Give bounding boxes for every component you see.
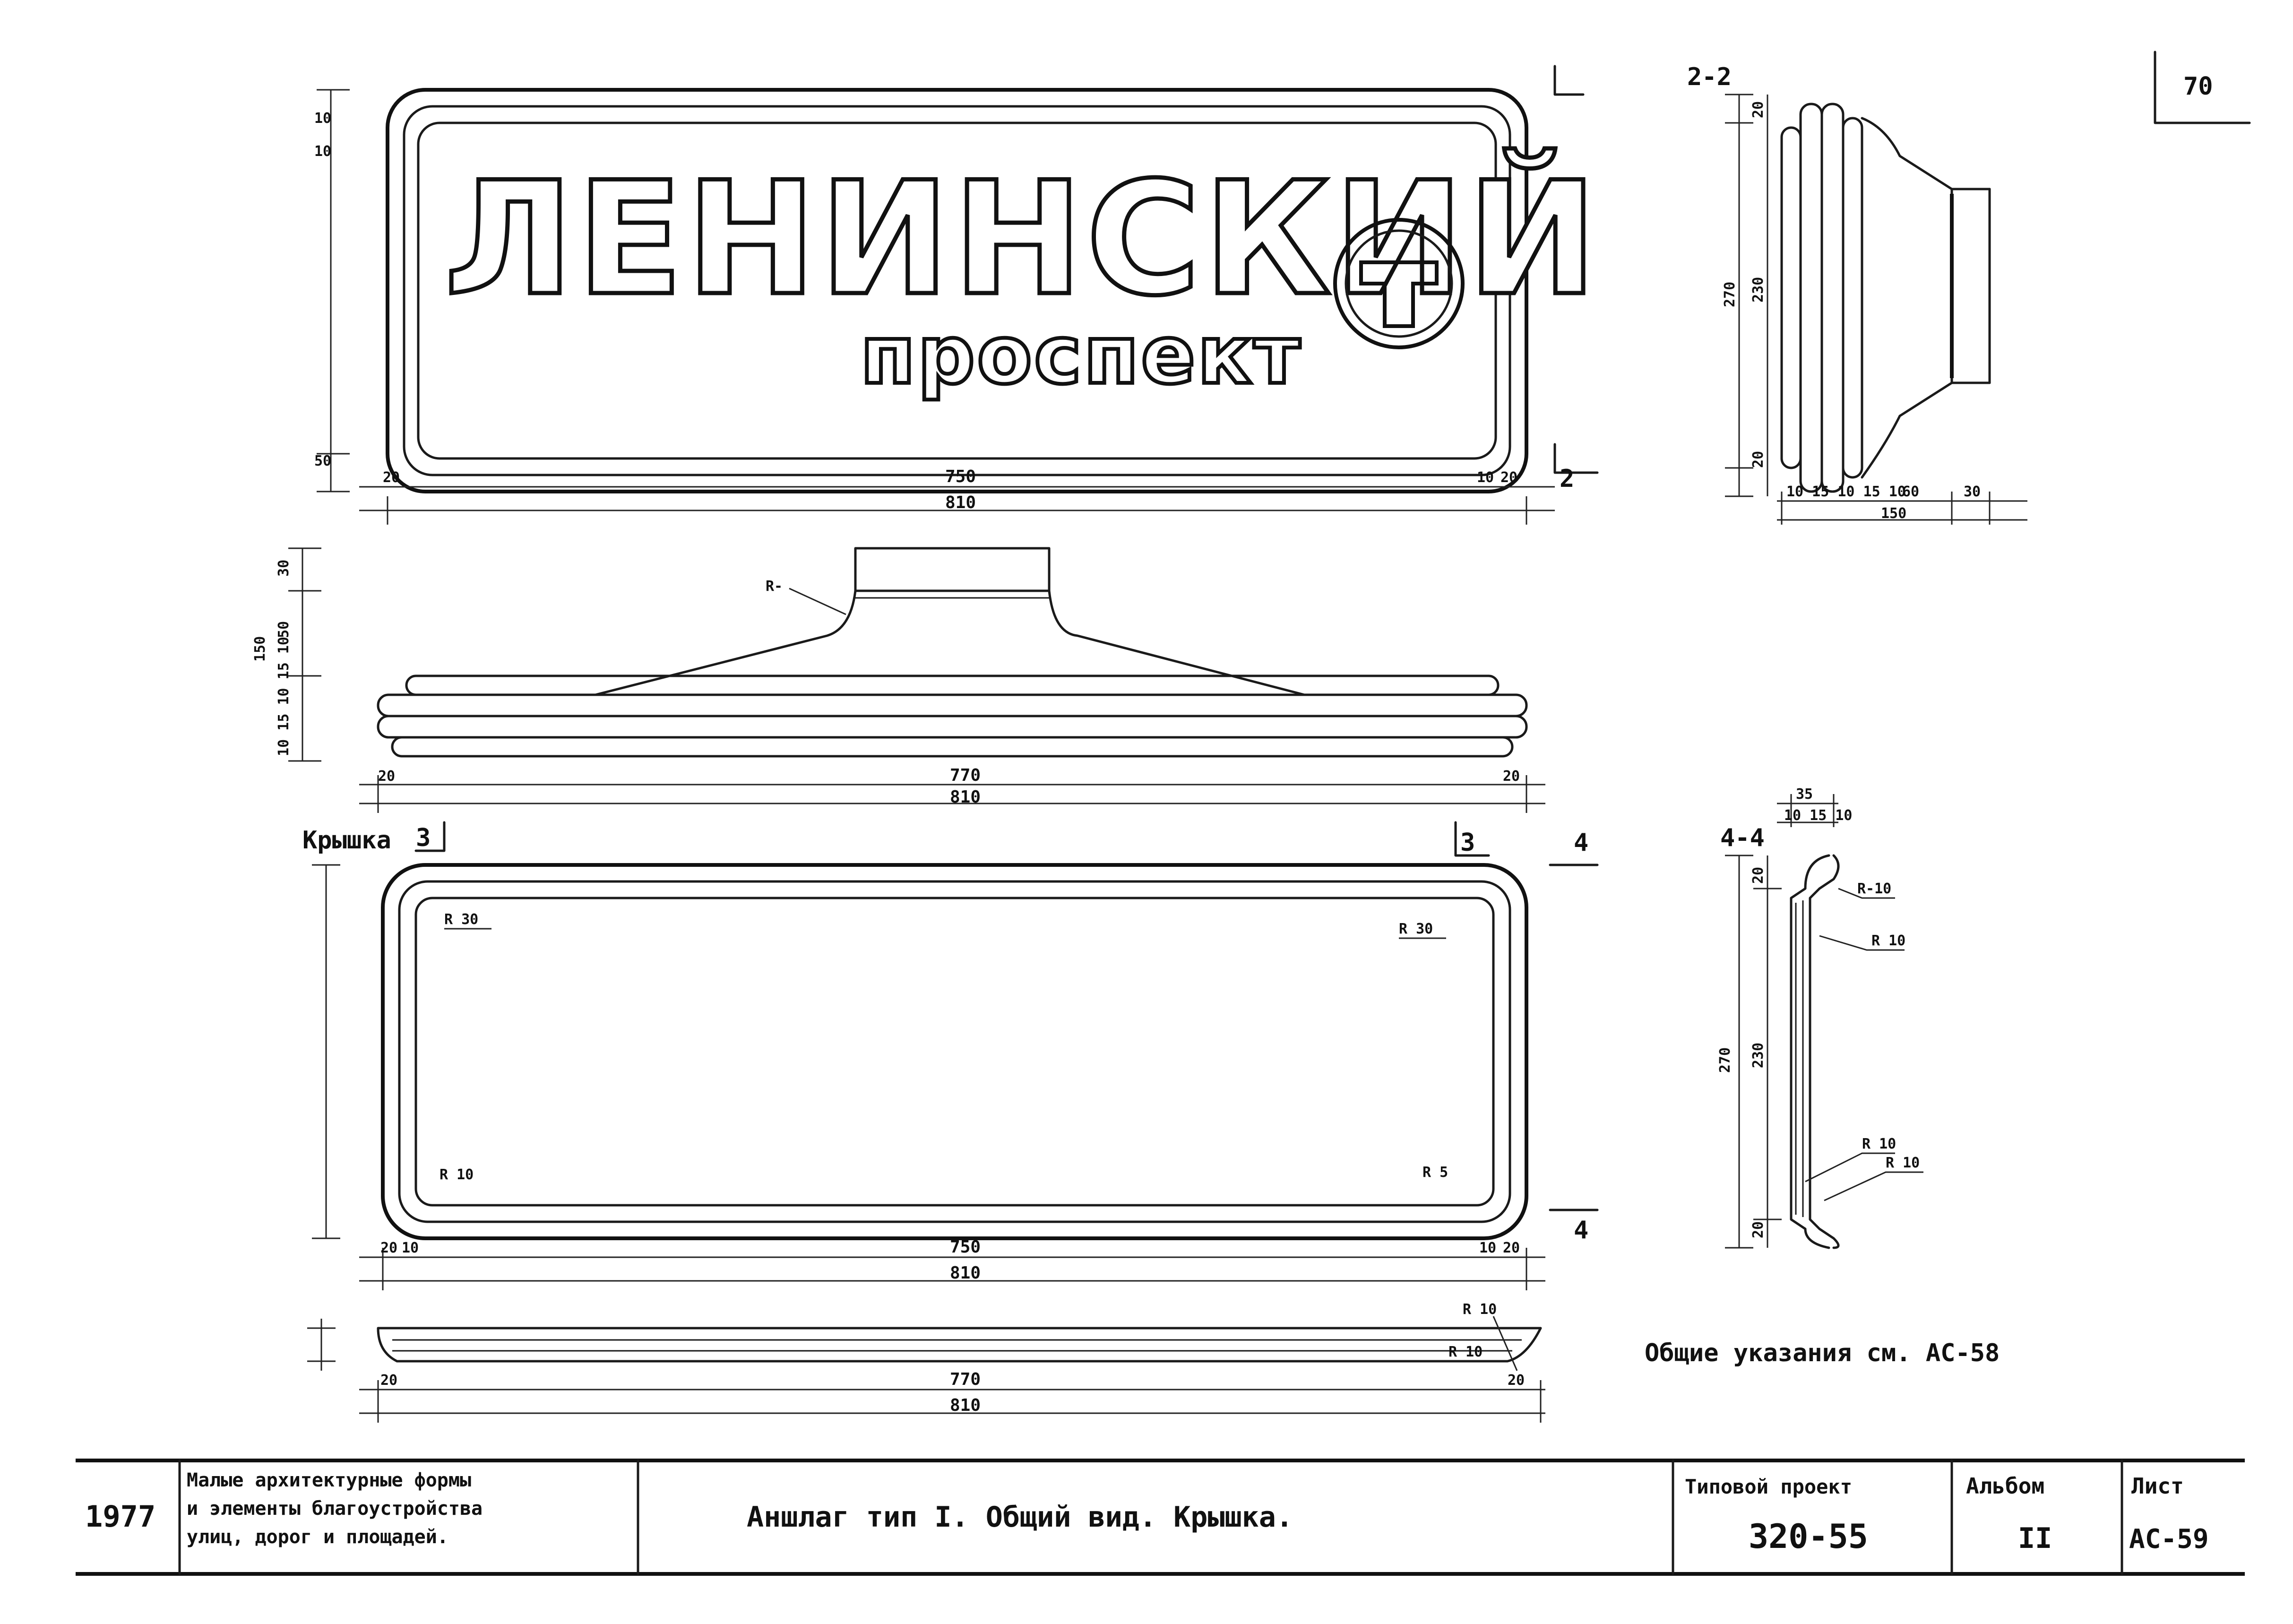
section-4-mark-bottom: 4 xyxy=(1574,1216,1588,1244)
tb-series-line3: улиц, дорог и площадей. xyxy=(187,1526,448,1548)
tb-album-value: II xyxy=(2018,1522,2052,1555)
dim-s2-30: 30 xyxy=(1964,484,1981,500)
dim-s4-35: 35 xyxy=(1796,786,1813,803)
lid-r30-right: R 30 xyxy=(1399,921,1433,937)
dim-s2-bot: 20 xyxy=(1750,451,1767,468)
dim-s2-60: 60 xyxy=(1902,484,1919,500)
dim-s4-w: 10 15 10 xyxy=(1784,807,1853,824)
dim-s2-150: 150 xyxy=(1881,505,1906,522)
tb-project-value: 320-55 xyxy=(1749,1517,1868,1556)
tb-project-label: Типовой проект xyxy=(1685,1475,1852,1498)
section-mark-2: 2 xyxy=(1553,65,1599,493)
section-2-label-bottom: 2 xyxy=(1560,465,1574,493)
metro-emblem-icon xyxy=(1333,218,1465,349)
section-3-mark-right: 3 xyxy=(1460,829,1475,857)
dim-side-right: 20 xyxy=(1503,768,1520,785)
tb-sheet-label: Лист xyxy=(2131,1473,2184,1499)
dim-s2-270: 270 xyxy=(1722,282,1738,307)
dim-front-right-b: 20 xyxy=(1500,469,1517,486)
dim-s4-bot: 20 xyxy=(1750,1221,1767,1238)
dim-side-770: 770 xyxy=(950,766,981,785)
lid2-r10b: R 10 xyxy=(1448,1344,1483,1360)
dim-side-50: 50 xyxy=(276,621,292,638)
dim-lid2-810: 810 xyxy=(950,1396,981,1415)
dim-lid2-left: 20 xyxy=(380,1372,397,1389)
lid-view: Крышка 3 3 4 4 R 30 R 30 R 10 R 5 750 81… xyxy=(302,821,1599,1290)
dim-lid-right: 10 xyxy=(1479,1240,1496,1256)
dim-front-left: 20 xyxy=(383,469,400,486)
dim-front-810: 810 xyxy=(945,493,976,512)
dim-lid-left: 20 xyxy=(380,1240,397,1256)
corner-number-box: 70 xyxy=(2154,51,2251,124)
dim-side-radius: R- xyxy=(766,578,783,595)
dim-lid2-right: 20 xyxy=(1508,1372,1525,1389)
front-dimensions: 750 810 20 10 20 10 10 50 xyxy=(314,89,1555,525)
dim-lid-left2: 10 xyxy=(402,1240,419,1256)
tb-series-line2: и элементы благоустройства xyxy=(187,1498,483,1520)
s4-r10a: R-10 xyxy=(1857,881,1891,897)
dim-front-bottom: 50 xyxy=(314,453,331,469)
front-view: ЛЕНИНСКИЙ проспект 2 750 810 20 10 20 10… xyxy=(314,65,1600,525)
lid-side-view: R 10 R 10 770 810 20 20 xyxy=(307,1301,1545,1423)
s4-r10c: R 10 xyxy=(1862,1136,1896,1152)
dim-lid-right2: 20 xyxy=(1503,1240,1520,1256)
dim-side-150: 150 xyxy=(252,636,268,662)
dim-s2-top: 20 xyxy=(1750,101,1767,118)
dim-s2-w: 10 15 10 15 10 xyxy=(1786,484,1906,500)
corner-number: 70 xyxy=(2183,72,2213,101)
dim-s2-230: 230 xyxy=(1750,277,1767,302)
dim-lid-750: 750 xyxy=(950,1237,981,1257)
dim-side-810: 810 xyxy=(950,787,981,807)
tb-year: 1977 xyxy=(85,1499,155,1534)
section-4-mark-top: 4 xyxy=(1574,829,1588,857)
dim-front-750: 750 xyxy=(945,467,976,486)
section-4-4-label: 4-4 xyxy=(1720,824,1765,852)
dim-lid-810: 810 xyxy=(950,1263,981,1283)
dim-side-30: 30 xyxy=(276,560,292,577)
dim-s4-top: 20 xyxy=(1750,867,1767,884)
dim-side-left: 20 xyxy=(378,768,395,785)
dim-lid2-770: 770 xyxy=(950,1370,981,1389)
dim-front-top-a: 10 xyxy=(314,110,331,127)
dim-s4-230: 230 xyxy=(1750,1043,1767,1068)
s4-r10b: R 10 xyxy=(1871,933,1905,949)
dim-front-top-b: 10 xyxy=(314,143,331,160)
sign-line1: ЛЕНИНСКИЙ xyxy=(444,147,1600,330)
section-2-2-label: 2-2 xyxy=(1687,63,1732,91)
section-2-2: 2-2 270 230 20 20 10 15 10 15 10 60 30 1… xyxy=(1687,63,2027,525)
dim-side-stack: 10 15 10 15 10 xyxy=(276,637,292,756)
lid2-r10a: R 10 xyxy=(1463,1301,1497,1318)
lid-r5: R 5 xyxy=(1422,1164,1448,1181)
dim-s4-270: 270 xyxy=(1717,1047,1733,1073)
sign-line2: проспект xyxy=(860,309,1302,402)
s4-r10d: R 10 xyxy=(1886,1155,1920,1171)
dim-front-right-a: 10 xyxy=(1477,469,1494,486)
lid-label: Крышка xyxy=(302,826,391,855)
title-block: 1977 Малые архитектурные формы и элемент… xyxy=(76,1459,2245,1576)
tb-series-line1: Малые архитектурные формы xyxy=(187,1469,471,1491)
general-notes: Общие указания см. АС-58 xyxy=(1645,1339,2000,1367)
lid-r30-left: R 30 xyxy=(444,911,478,928)
section-4-4: 4-4 35 10 15 10 270 230 20 20 R-10 R 10 … xyxy=(1717,786,1923,1249)
section-3-mark-left: 3 xyxy=(416,824,431,852)
side-view: R- 30 50 150 10 15 10 15 10 770 810 20 2… xyxy=(252,547,1545,813)
tb-sheet-value: АС-59 xyxy=(2129,1524,2209,1555)
tb-title: Аншлаг тип I. Общий вид. Крышка. xyxy=(747,1501,1293,1534)
lid-r10: R 10 xyxy=(440,1166,474,1183)
tb-album-label: Альбом xyxy=(1966,1473,2044,1499)
